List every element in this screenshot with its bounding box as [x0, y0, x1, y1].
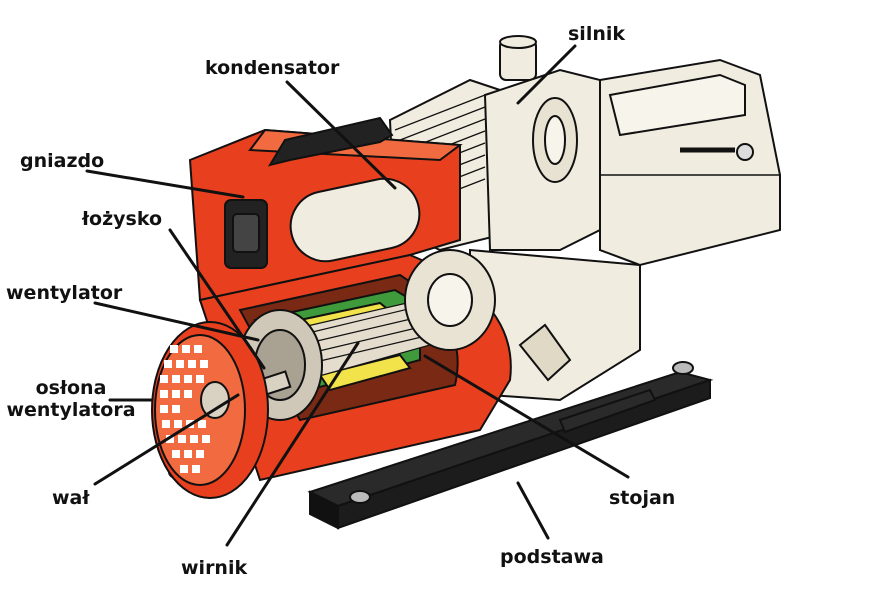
label-stojan: stojan: [609, 487, 676, 509]
label-oslona-line1: osłona: [35, 377, 107, 399]
alternator: [151, 249, 512, 499]
label-lozysko: łożysko: [82, 208, 163, 230]
control-box: [188, 116, 463, 302]
label-podstawa: podstawa: [500, 546, 604, 568]
fan-guard-grille: [160, 345, 210, 473]
label-oslona-wentylatora: osłona wentylatora: [2, 377, 140, 421]
label-silnik: silnik: [568, 23, 626, 45]
label-wentylator: wentylator: [6, 282, 123, 304]
label-wirnik: wirnik: [181, 557, 248, 579]
label-wal: wał: [52, 487, 90, 509]
leader-lines: [85, 44, 630, 547]
label-kondensator: kondensator: [205, 57, 340, 79]
label-gniazdo: gniazdo: [20, 150, 105, 172]
label-oslona-line2: wentylatora: [6, 399, 136, 421]
base-frame: [168, 361, 714, 530]
